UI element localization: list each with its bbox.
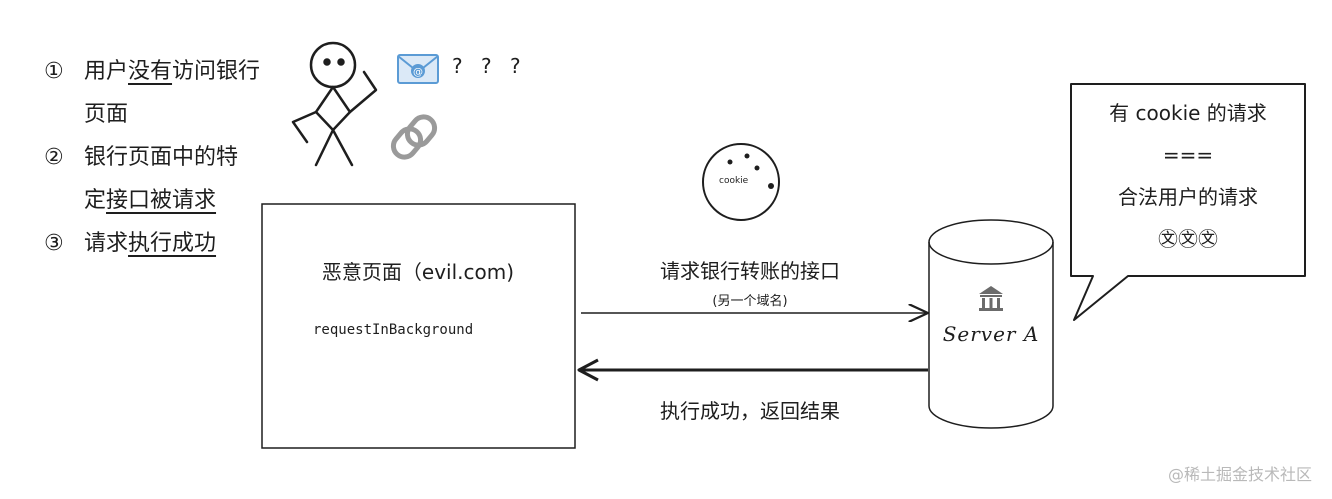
mail-icon: @ — [397, 54, 439, 84]
link-icon — [390, 114, 438, 160]
steps-list: ① 用户没有访问银行页面 ② 银行页面中的特定接口被请求 ③ 请求执行成功 — [44, 50, 284, 265]
cookie-label: cookie — [719, 176, 749, 186]
bubble-line-1: 有 cookie 的请求 — [1109, 101, 1267, 125]
svg-text:@: @ — [413, 67, 423, 78]
bubble-line-3: 合法用户的请求 — [1118, 185, 1258, 209]
response-arrow — [577, 358, 928, 382]
step-number: ① — [44, 59, 64, 84]
step-3: ③ 请求执行成功 — [44, 222, 304, 265]
bubble-line-2: === — [1162, 143, 1214, 167]
bank-icon — [979, 286, 1003, 311]
step-number: ③ — [44, 231, 64, 256]
step-text: 请求 — [84, 231, 129, 256]
step-text: 用户 — [84, 59, 129, 84]
request-sublabel: (另一个域名) — [712, 294, 788, 309]
server-label: Server A — [942, 322, 1040, 346]
cookie-icon — [702, 143, 780, 221]
step-text: 访问银行页面 — [84, 59, 261, 127]
bubble-line-4: ㉆㉆㉆ — [1158, 227, 1218, 251]
step-text-emphasis: 没有 — [128, 59, 173, 84]
request-label: 请求银行转账的接口 — [660, 259, 840, 283]
step-1: ① 用户没有访问银行页面 — [44, 50, 274, 136]
step-2: ② 银行页面中的特定接口被请求 — [44, 136, 244, 222]
speech-bubble-text: 有 cookie 的请求 === 合法用户的请求 ㉆㉆㉆ — [1073, 92, 1303, 260]
user-stick-figure — [291, 41, 378, 167]
evil-page-box — [261, 203, 576, 449]
step-text: 银行页面中的特定 — [84, 145, 239, 213]
step-text-emphasis: 接口被请求 — [106, 188, 217, 213]
evil-page-title: 恶意页面（evil.com) — [321, 260, 515, 284]
evil-page-code: requestInBackground — [313, 322, 474, 338]
server-cylinder — [928, 219, 1054, 429]
question-marks: ? ? ? — [452, 54, 527, 78]
speech-bubble — [1070, 83, 1306, 321]
watermark: @稀土掘金技术社区 — [1167, 465, 1312, 484]
step-number: ② — [44, 145, 64, 170]
step-text-emphasis: 执行成功 — [128, 231, 217, 256]
response-label: 执行成功，返回结果 — [660, 399, 840, 423]
